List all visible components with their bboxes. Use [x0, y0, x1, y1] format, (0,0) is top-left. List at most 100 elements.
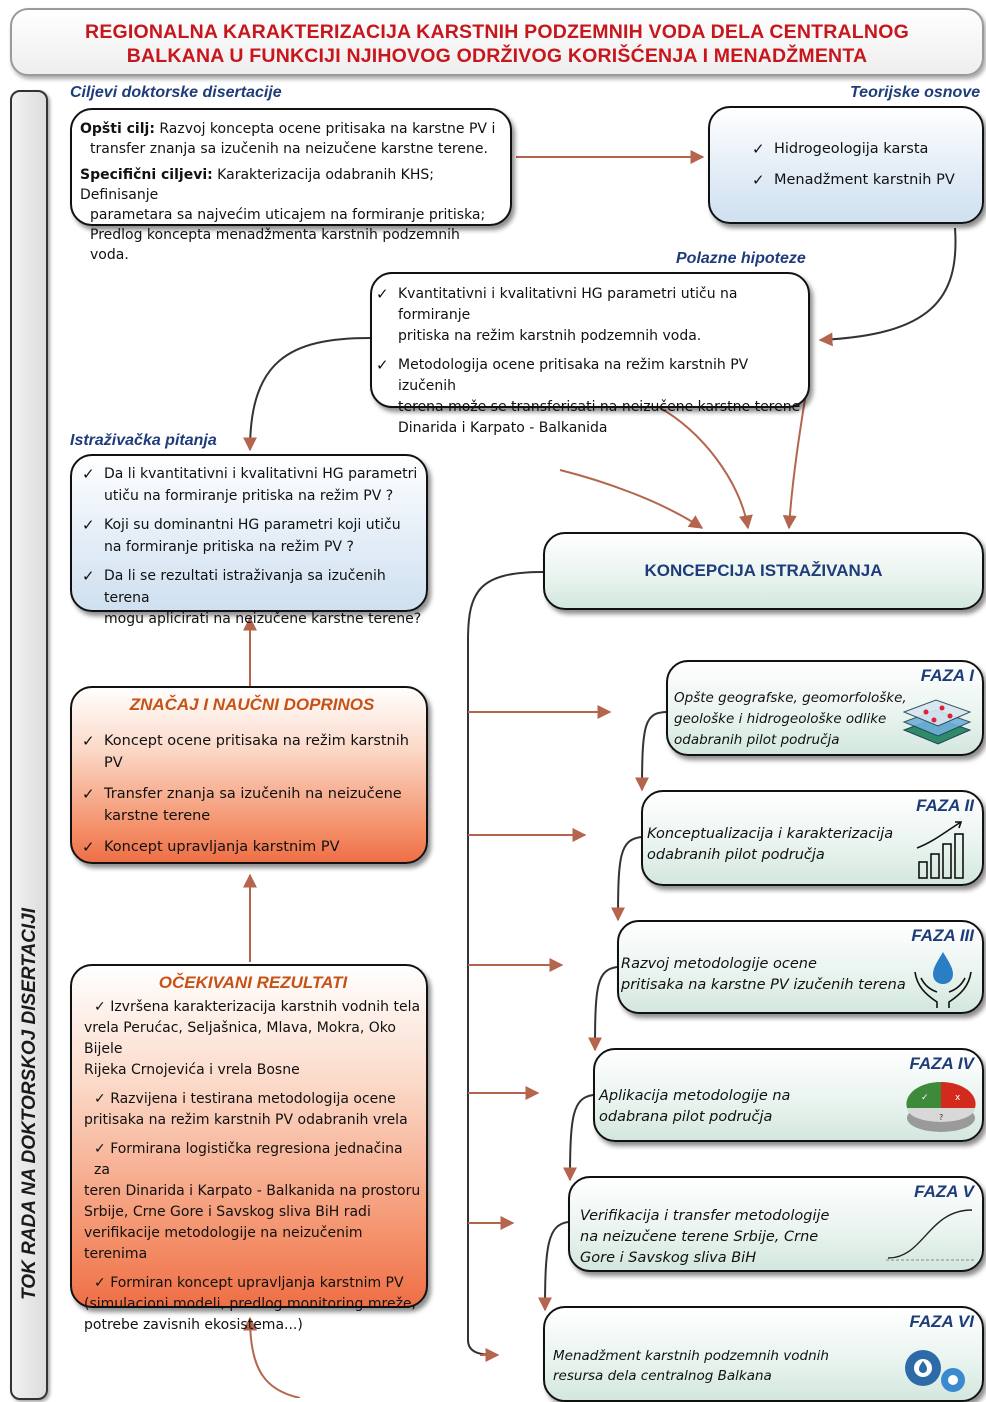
phase-2-box: FAZA II Konceptualizacija i karakterizac… [641, 790, 984, 886]
significance-item-label: Koncept upravljanja karstnim PV [104, 839, 340, 855]
question-1-line-2: utiču na formiranje pritiska na režim PV… [104, 487, 394, 504]
specific-goals: Specifični ciljevi: Karakterizacija odab… [80, 165, 502, 205]
phase-1-box: FAZA I Opšte geografske, geomorfološke, … [666, 660, 984, 756]
research-concept-label: KONCEPCIJA ISTRAŽIVANJA [644, 561, 883, 580]
hypotheses-heading: Polazne hipoteze [676, 250, 806, 267]
result-4-line-1: Formiran koncept upravljanja karstnim PV [110, 1275, 404, 1291]
phase-1-text: Opšte geografske, geomorfološke, geološk… [674, 688, 907, 751]
check-icon: ✓ [752, 171, 765, 189]
title-line-2: BALKANA U FUNKCIJI NJIHOVOG ODRŽIVOG KOR… [126, 45, 868, 67]
phase-2-line-1: Konceptualizacija i karakterizacija [647, 826, 894, 842]
arrow-phase3-to-phase4 [588, 966, 618, 1052]
goals-heading: Ciljevi doktorske disertacije [70, 84, 282, 101]
phase-3-box: FAZA III Razvoj metodologije ocene priti… [617, 920, 984, 1014]
general-goal-text-2: transfer znanja sa izučenih na neizučene… [90, 141, 488, 157]
question-item: ✓ Koji su dominantni HG parametri koji ut… [82, 515, 422, 558]
result-2-line-1: Razvijena i testirana metodologija ocene [110, 1091, 396, 1107]
phase-2-line-2: odabranih pilot područja [647, 847, 825, 863]
theory-item-label: Hidrogeologija karsta [774, 141, 929, 157]
question-1-line-1: Da li kvantitativni i kvalitativni HG pa… [104, 466, 418, 482]
specific-goals-label: Specifični ciljevi: [80, 167, 213, 183]
result-3-line-1: Formirana logistička regresiona jednačin… [94, 1141, 403, 1178]
concept-spine [467, 571, 544, 1356]
theory-item: ✓Menadžment karstnih PV [752, 165, 982, 196]
phase-4-text: Aplikacija metodologije na odabrana pilo… [599, 1086, 790, 1128]
phase-4-box: FAZA IV Aplikacija metodologije na odabr… [593, 1048, 984, 1142]
general-goal-label: Opšti cilj: [80, 121, 155, 137]
assessment-pie-icon: ✓ x ? [906, 1081, 976, 1132]
phase-5-line-3: Gore i Savskog sliva BiH [580, 1250, 757, 1266]
questions-box: ✓ Da li kvantitativni i kvalitativni HG p… [70, 454, 428, 627]
hypothesis-2-line-3: Dinarida i Karpato - Balkanida [398, 420, 608, 436]
check-icon: ✓ [82, 465, 95, 483]
significance-box: ZNAČAJ I NAUČNI DOPRINOS ✓Koncept ocene … [70, 686, 428, 864]
check-icon: ✓ [752, 140, 765, 158]
significance-title: ZNAČAJ I NAUČNI DOPRINOS [129, 695, 375, 714]
phase-5-box: FAZA V Verifikacija i transfer metodolog… [568, 1176, 984, 1272]
result-item: ✓ Razvijena i testirana metodologija oce… [84, 1089, 422, 1131]
specific-goals-text-1: Karakterizacija odabranih KHS; Definisan… [80, 167, 434, 203]
hypothesis-item: ✓ Metodologija ocene pritisaka na režim k… [376, 355, 804, 439]
phase-4-line-2: odabrana pilot područja [599, 1109, 773, 1125]
specific-goals-text-3: Predlog koncepta menadžmenta karstnih po… [90, 227, 460, 263]
question-item: ✓Da li se rezultati istraživanja sa izuč… [82, 566, 422, 631]
general-goal-text-1: Razvoj koncepta ocene pritisaka na karst… [154, 121, 496, 137]
expected-results-title: OČEKIVANI REZULTATI [158, 973, 348, 992]
theory-heading: Teorijske osnove [850, 84, 981, 101]
growth-chart-icon [916, 821, 964, 879]
significance-item-label-2: karstne terene [104, 808, 211, 824]
check-icon: ✓ [94, 1091, 106, 1107]
check-icon: ✓ [94, 1141, 106, 1157]
theory-item: ✓ Hidrogeologija karsta [752, 134, 982, 165]
hypothesis-2-line-2: terena može se transferisati na neizučen… [398, 399, 801, 415]
check-icon: ✓ [376, 356, 389, 374]
significance-item: ✓ Koncept upravljanja karstnim PV [82, 836, 422, 858]
question-2-line-1: Koji su dominantni HG parametri koji uti… [104, 517, 401, 533]
significance-item: ✓Koncept ocene pritisaka na režim karstn… [82, 730, 422, 774]
research-concept-box: KONCEPCIJA ISTRAŽIVANJA [543, 532, 984, 610]
significance-item-label: Koncept ocene pritisaka na režim karstni… [104, 733, 409, 771]
result-1-line-2: vrela Perućac, Seljašnica, Mlava, Mokra,… [84, 1020, 396, 1057]
arrow-hypotheses-to-concept-1 [659, 407, 753, 530]
phase-6-line-2: resursa dela centralnog Balkana [553, 1368, 772, 1384]
result-1-line-3: Rijeka Crnojevića i vrela Bosne [84, 1062, 300, 1078]
check-icon: ✓ [82, 516, 95, 534]
question-item: ✓ Da li kvantitativni i kvalitativni HG p… [82, 464, 422, 507]
hypothesis-2-line-1: Metodologija ocene pritisaka na režim ka… [398, 357, 749, 394]
phase-6-text: Menadžment karstnih podzemnih vodnih res… [553, 1346, 829, 1386]
question-2-line-2: na formiranje pritiska na režim PV ? [104, 538, 354, 555]
significance-item: ✓Transfer znanja sa izučenih na neizučen… [82, 783, 422, 827]
result-item: ✓ Formirana logistička regresiona jednač… [84, 1139, 422, 1265]
arrow-phase2-to-phase3 [611, 836, 642, 922]
hypothesis-item: ✓ Kvantitativni i kvalitativni HG paramet… [376, 284, 804, 347]
result-4-line-3: potrebe zavisnih ekosistema...) [84, 1317, 303, 1333]
hypotheses-box: ✓ Kvantitativni i kvalitativni HG paramet… [370, 272, 810, 436]
arrow-questions-to-concept [559, 469, 704, 529]
pie-check-mark: ✓ [921, 1093, 929, 1103]
check-icon: ✓ [82, 838, 95, 856]
hypothesis-1-line-1: Kvantitativni i kvalitativni HG parametr… [398, 286, 738, 323]
check-icon: ✓ [82, 567, 95, 585]
result-3-line-4: verifikacije metodologije na neizučenim … [84, 1225, 363, 1262]
pie-question-mark: ? [939, 1113, 943, 1122]
goals-box: Opšti cilj: Razvoj koncepta ocene pritis… [70, 108, 512, 263]
expected-results-box: OČEKIVANI REZULTATI ✓ Izvršena karakteri… [70, 964, 428, 1333]
hypothesis-1-line-2: pritiska na režim karstnih podzemnih vod… [398, 328, 702, 344]
phase-4-label: FAZA IV [909, 1054, 974, 1073]
theory-box: ✓ Hidrogeologija karsta ✓Menadžment karst… [708, 106, 984, 224]
arrow-phase4-to-phase5 [563, 1094, 594, 1182]
diagram-title: REGIONALNA KARAKTERIZACIJA KARSTNIH PODZ… [10, 8, 984, 76]
phase-5-line-2: na neizučene terene Srbije, Crne [580, 1229, 819, 1245]
phase-3-label: FAZA III [911, 926, 974, 945]
question-3-line-2: mogu aplicirati na neizučene karstne ter… [104, 611, 422, 627]
result-3-line-2: teren Dinarida i Karpato - Balkanida na … [84, 1183, 421, 1199]
result-1-line-1: Izvršena karakterizacija karstnih vodnih… [110, 999, 421, 1015]
phase-2-label: FAZA II [916, 796, 974, 815]
gears-water-icon [905, 1350, 965, 1392]
check-icon: ✓ [376, 285, 389, 303]
phase-4-line-1: Aplikacija metodologije na [599, 1088, 791, 1104]
phase-2-text: Konceptualizacija i karakterizacija odab… [647, 824, 893, 866]
phase-3-line-2: pritisaka na karstne PV izučenih terena [621, 977, 906, 993]
check-icon: ✓ [82, 785, 95, 803]
phase-1-label: FAZA I [920, 666, 974, 685]
